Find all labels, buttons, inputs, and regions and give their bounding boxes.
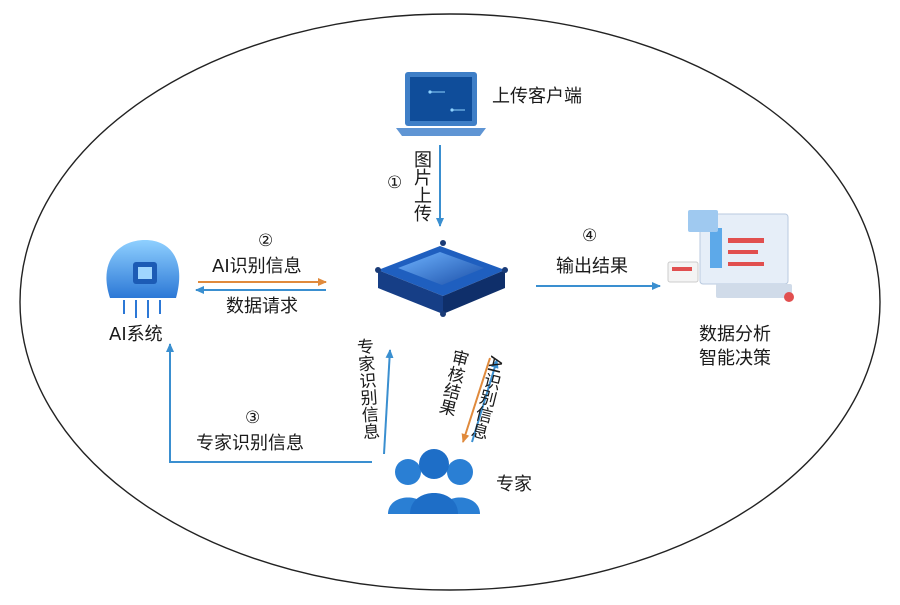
ai-system-label: AI系统 <box>109 324 163 345</box>
outer-ellipse <box>19 13 881 591</box>
client-label: 上传客户端 <box>492 86 582 107</box>
step4-label: 输出结果 <box>556 256 628 277</box>
step2-label-top: AI识别信息 <box>212 256 302 277</box>
dashboard-icon <box>667 210 794 302</box>
expert-to-ai-arrow <box>166 343 372 463</box>
review-arrow <box>471 359 499 443</box>
analysis-label-line1: 数据分析 <box>699 324 771 345</box>
step2-label-bottom: 数据请求 <box>226 296 298 317</box>
expert-label: 专家 <box>496 474 532 495</box>
step3-number: ③ <box>245 408 261 428</box>
expert-up-arrow <box>383 349 394 455</box>
step4-number: ④ <box>582 226 598 246</box>
step1-label: 图片上传 <box>411 150 432 222</box>
people-icon <box>388 449 480 514</box>
ai-to-expert-arrow <box>461 357 491 443</box>
step2-number: ② <box>258 231 274 251</box>
laptop-icon <box>396 72 486 136</box>
ai-head-icon <box>106 240 180 318</box>
analysis-label-line2: 智能决策 <box>699 348 771 369</box>
step3-label: 专家识别信息 <box>196 433 304 454</box>
step1-number: ① <box>387 173 403 193</box>
chip-server-icon <box>375 240 508 317</box>
